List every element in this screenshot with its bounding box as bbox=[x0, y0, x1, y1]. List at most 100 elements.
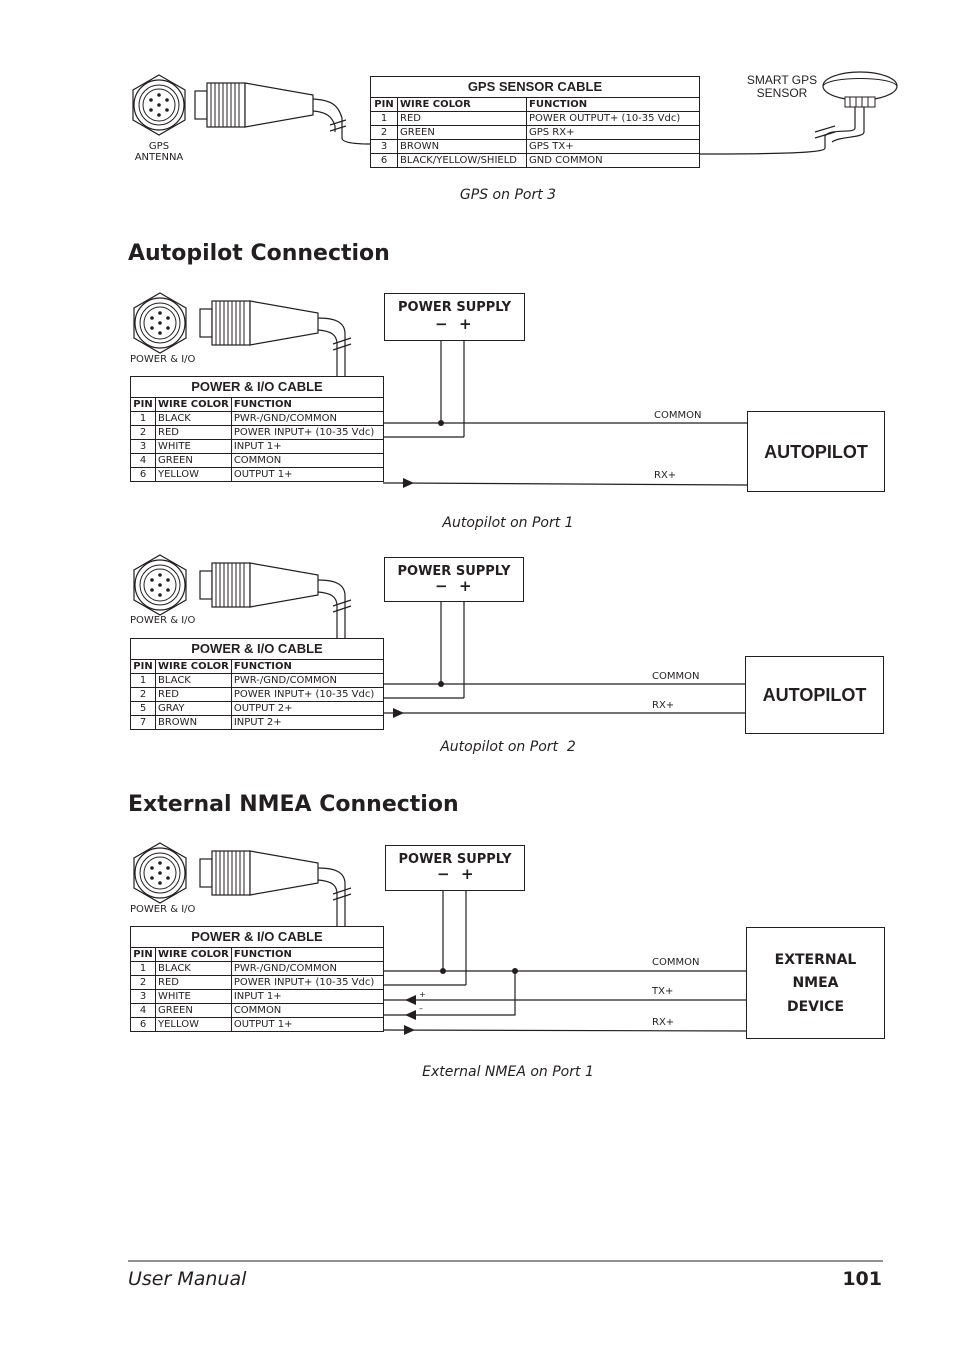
function-cell: PWR-/GND/COMMON bbox=[230, 673, 385, 688]
column-header-wire-color: WIRE COLOR bbox=[155, 947, 232, 962]
column-header-wire-color: WIRE COLOR bbox=[155, 659, 232, 674]
power-io-cable-table: POWER & I/O CABLE PIN WIRE COLOR FUNCTIO… bbox=[130, 926, 385, 1032]
pin-cell: 2 bbox=[130, 425, 156, 440]
footer-document-title: User Manual bbox=[128, 1268, 247, 1290]
column-header-function: FUNCTION bbox=[230, 397, 385, 412]
wire-color-cell: WHITE bbox=[155, 989, 232, 1004]
column-header-wire-color: WIRE COLOR bbox=[397, 97, 527, 112]
wire-color-cell: BROWN bbox=[397, 139, 527, 154]
gps-antenna-label: GPS ANTENNA bbox=[128, 141, 190, 163]
autopilot-device-label: AUTOPILOT bbox=[764, 442, 868, 462]
cable-table-title: POWER & I/O CABLE bbox=[130, 926, 384, 948]
pin-cell: 2 bbox=[370, 125, 398, 140]
pin-cell: 6 bbox=[130, 1017, 156, 1032]
function-cell: POWER INPUT+ (10-35 Vdc) bbox=[230, 975, 385, 990]
wire-label-tx: TX+ bbox=[652, 986, 674, 997]
power-supply-box: POWER SUPPLY − + bbox=[384, 557, 524, 602]
pin-cell: 4 bbox=[130, 453, 156, 468]
wire-color-cell: BLACK/YELLOW/SHIELD bbox=[397, 153, 527, 168]
pin-cell: 5 bbox=[130, 701, 156, 716]
column-header-pin: PIN bbox=[130, 947, 156, 962]
power-supply-plus: + bbox=[459, 315, 472, 333]
wire-color-cell: GREEN bbox=[397, 125, 527, 140]
pin-cell: 3 bbox=[130, 439, 156, 454]
autopilot-device-box: AUTOPILOT bbox=[745, 656, 884, 734]
function-cell: COMMON bbox=[230, 1003, 385, 1018]
device-label-line2: NMEA bbox=[792, 975, 839, 991]
wire-color-cell: GREEN bbox=[155, 453, 232, 468]
table-row: 6 BLACK/YELLOW/SHIELD GND COMMON bbox=[370, 153, 700, 168]
device-label-line3: DEVICE bbox=[786, 999, 845, 1015]
table-row: 1 RED POWER OUTPUT+ (10-35 Vdc) bbox=[370, 111, 700, 126]
pin-cell: 2 bbox=[130, 975, 156, 990]
smart-gps-sensor-label: SMART GPS SENSOR bbox=[738, 74, 826, 100]
function-cell: POWER INPUT+ (10-35 Vdc) bbox=[230, 687, 385, 702]
cable-table-title: POWER & I/O CABLE bbox=[130, 638, 384, 660]
function-cell: OUTPUT 1+ bbox=[230, 1017, 385, 1032]
power-supply-plus: + bbox=[459, 577, 472, 595]
gps-sensor-cable-table: GPS SENSOR CABLE PIN WIRE COLOR FUNCTION… bbox=[370, 76, 700, 168]
pin-cell: 1 bbox=[370, 111, 398, 126]
power-supply-minus: − bbox=[435, 315, 448, 333]
function-cell: GPS TX+ bbox=[526, 139, 700, 154]
wire-label-rx: RX+ bbox=[652, 1017, 675, 1028]
power-supply-label: POWER SUPPLY bbox=[398, 300, 511, 315]
cable-table-title: POWER & I/O CABLE bbox=[130, 376, 384, 398]
function-cell: POWER INPUT+ (10-35 Vdc) bbox=[230, 425, 385, 440]
wire-color-cell: GREEN bbox=[155, 1003, 232, 1018]
function-cell: PWR-/GND/COMMON bbox=[230, 961, 385, 976]
function-cell: OUTPUT 1+ bbox=[230, 467, 385, 482]
wire-color-cell: WHITE bbox=[155, 439, 232, 454]
column-header-function: FUNCTION bbox=[230, 659, 385, 674]
autopilot-device-label: AUTOPILOT bbox=[762, 685, 867, 705]
wire-color-cell: RED bbox=[397, 111, 527, 126]
column-header-pin: PIN bbox=[370, 97, 398, 112]
column-header-function: FUNCTION bbox=[230, 947, 385, 962]
wire-color-cell: BLACK bbox=[155, 411, 232, 426]
column-header-pin: PIN bbox=[130, 397, 156, 412]
pin-cell: 2 bbox=[130, 687, 156, 702]
power-supply-box: POWER SUPPLY − + bbox=[384, 293, 525, 341]
gps-antenna-label-line2: ANTENNA bbox=[134, 152, 184, 163]
pin-cell: 7 bbox=[130, 715, 156, 730]
footer-page-number: 101 bbox=[842, 1268, 882, 1290]
power-supply-minus: − bbox=[437, 865, 450, 883]
wire-color-cell: RED bbox=[155, 975, 232, 990]
connector-label: POWER & I/O bbox=[130, 354, 196, 365]
function-cell: GND COMMON bbox=[526, 153, 700, 168]
autopilot-device-box: AUTOPILOT bbox=[747, 411, 885, 492]
table-row: 3 BROWN GPS TX+ bbox=[370, 139, 700, 154]
power-io-cable-table: POWER & I/O CABLE PIN WIRE COLOR FUNCTIO… bbox=[130, 376, 385, 482]
section-heading-autopilot: Autopilot Connection bbox=[128, 241, 390, 266]
gps-antenna-connector bbox=[132, 74, 186, 136]
function-cell: OUTPUT 2+ bbox=[230, 701, 385, 716]
sensor-label-line2: SENSOR bbox=[756, 86, 808, 100]
function-cell: INPUT 1+ bbox=[230, 989, 385, 1004]
wire-polarity-plus: + bbox=[419, 990, 426, 999]
cable-table-title: GPS SENSOR CABLE bbox=[370, 76, 700, 98]
function-cell: INPUT 2+ bbox=[230, 715, 385, 730]
wire-color-cell: RED bbox=[155, 687, 232, 702]
figure-caption-autopilot-port1: Autopilot on Port 1 bbox=[442, 515, 574, 531]
power-supply-minus: − bbox=[435, 577, 448, 595]
wire-color-cell: BLACK bbox=[155, 961, 232, 976]
figure-caption-gps: GPS on Port 3 bbox=[459, 187, 557, 203]
wire-label-common: COMMON bbox=[652, 957, 700, 968]
wire-color-cell: GRAY bbox=[155, 701, 232, 716]
connector-label: POWER & I/O bbox=[130, 904, 196, 915]
pin-cell: 1 bbox=[130, 961, 156, 976]
function-cell: PWR-/GND/COMMON bbox=[230, 411, 385, 426]
power-supply-plus: + bbox=[461, 865, 474, 883]
wire-color-cell: YELLOW bbox=[155, 467, 232, 482]
